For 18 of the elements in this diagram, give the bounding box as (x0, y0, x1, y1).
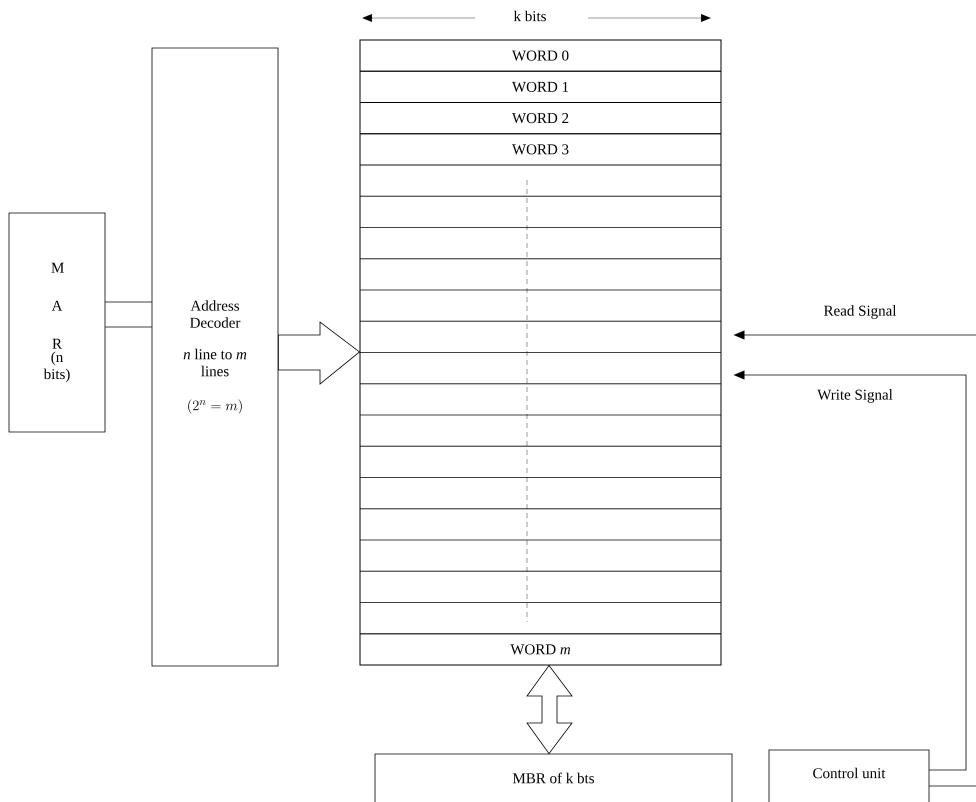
bit-count: (n bits) (44, 352, 70, 382)
line-count: n line to m lines (184, 348, 246, 376)
word-label: WORD 0 (512, 50, 568, 61)
edge-label: Write Signal (817, 389, 892, 403)
register-box: MBR of k bts (374, 754, 732, 802)
word-label: WORD 2 (512, 113, 568, 124)
word-label: WORD 3 (512, 144, 568, 154)
dimension-label: k bits (514, 10, 546, 22)
connector-line (105, 326, 152, 328)
word-label: WORD 1 (512, 82, 568, 92)
control-box: Control unit (768, 750, 930, 802)
block-arrow (278, 321, 360, 385)
formula: $(2^n = m)$ (188, 399, 242, 414)
decoder-title: Address Decoder (190, 300, 240, 328)
register-box (8, 212, 106, 432)
edge-label: Read Signal (824, 305, 896, 319)
word-label: WORD m (510, 644, 570, 654)
decoder-box (152, 48, 278, 666)
